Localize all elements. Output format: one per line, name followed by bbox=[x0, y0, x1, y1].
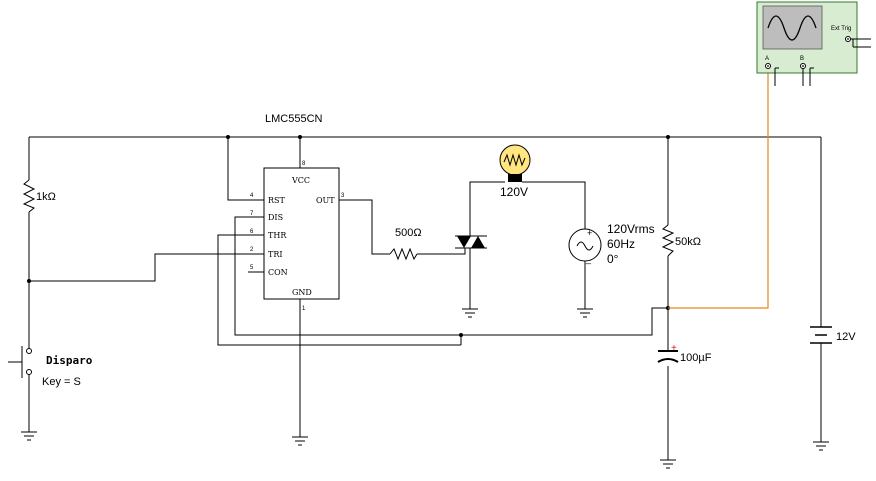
pin-label-rst: RST bbox=[268, 196, 286, 205]
battery-label: 12V bbox=[836, 331, 856, 343]
resistor-r3-symbol bbox=[661, 224, 675, 257]
source-label-voltage: 120Vrms bbox=[607, 222, 655, 236]
pin-number-gnd: 1 bbox=[302, 306, 306, 312]
resistor-r1-symbol bbox=[22, 179, 36, 213]
pin-label-vcc: VCC bbox=[291, 176, 310, 185]
wire-dis bbox=[234, 216, 461, 336]
pin-number-dis: 7 bbox=[250, 211, 254, 217]
oscilloscope-channel-b-label: B bbox=[800, 56, 804, 62]
triac-symbol bbox=[455, 235, 487, 249]
switch-key-label: Key = S bbox=[42, 376, 81, 388]
pin-number-tri: 2 bbox=[250, 247, 254, 253]
wire-rc-node bbox=[461, 307, 668, 336]
lamp-symbol bbox=[499, 144, 531, 182]
pin-label-out: OUT bbox=[316, 196, 335, 205]
pin-number-thr: 6 bbox=[250, 229, 254, 235]
ground-symbol bbox=[292, 436, 308, 446]
timer-ic-name: LMC555CN bbox=[265, 113, 323, 125]
wire-triac-top bbox=[469, 181, 505, 236]
source-label-frequency: 60Hz bbox=[607, 237, 635, 251]
resistor-r1-label: 1kΩ bbox=[36, 191, 56, 203]
resistor-r2-symbol bbox=[389, 247, 418, 261]
pin-label-con: CON bbox=[268, 268, 288, 277]
ground-symbol bbox=[813, 441, 829, 451]
pushbutton-switch[interactable] bbox=[8, 346, 32, 378]
oscilloscope-ext-trig-label: Ext Trig bbox=[831, 26, 851, 32]
switch-name-label: Disparo bbox=[46, 354, 93, 367]
ext-trig-terminals[interactable] bbox=[845, 36, 872, 48]
resistor-r2-label: 500Ω bbox=[395, 227, 422, 239]
wire-gate bbox=[417, 248, 466, 255]
source-label-phase: 0° bbox=[607, 252, 619, 266]
capacitor-label: 100µF bbox=[680, 352, 712, 364]
oscilloscope-channel-a-label: A bbox=[765, 56, 769, 62]
oscilloscope-waveform bbox=[767, 15, 817, 41]
capacitor-symbol bbox=[657, 350, 679, 363]
wire-thr bbox=[217, 234, 461, 346]
pin-number-con: 5 bbox=[250, 265, 254, 271]
pin-number-rst: 4 bbox=[250, 193, 254, 199]
battery-symbol bbox=[810, 326, 832, 344]
wire-trigger bbox=[29, 253, 264, 282]
wire-rst bbox=[227, 137, 264, 201]
ground-symbol bbox=[462, 308, 478, 318]
resistor-r3-label: 50kΩ bbox=[675, 236, 701, 248]
pin-label-tri: TRI bbox=[268, 250, 283, 259]
pin-number-vcc: 8 bbox=[302, 161, 306, 167]
wire-out bbox=[339, 199, 390, 255]
svg-text:+: + bbox=[587, 228, 592, 238]
pin-number-out: 3 bbox=[341, 193, 345, 199]
svg-text:_: _ bbox=[585, 254, 592, 264]
pin-label-gnd: GND bbox=[292, 288, 312, 297]
ground-symbol bbox=[21, 431, 37, 441]
lamp-label: 120V bbox=[500, 185, 528, 199]
channel-b-terminals[interactable] bbox=[800, 63, 815, 87]
oscilloscope-instrument[interactable] bbox=[756, 1, 858, 74]
probe-wire-channel-a bbox=[668, 70, 769, 309]
channel-a-terminals[interactable] bbox=[765, 63, 780, 87]
ground-symbol bbox=[660, 459, 676, 469]
timer-ic-body[interactable] bbox=[263, 167, 340, 300]
capacitor-polarity: + bbox=[671, 343, 677, 354]
oscilloscope-screen bbox=[762, 5, 823, 50]
pin-label-dis: DIS bbox=[268, 213, 283, 222]
ac-source-symbol: + _ bbox=[568, 228, 602, 264]
wire-lamp-source bbox=[522, 181, 586, 229]
ground-symbol bbox=[577, 308, 593, 318]
pin-label-thr: THR bbox=[268, 231, 287, 240]
